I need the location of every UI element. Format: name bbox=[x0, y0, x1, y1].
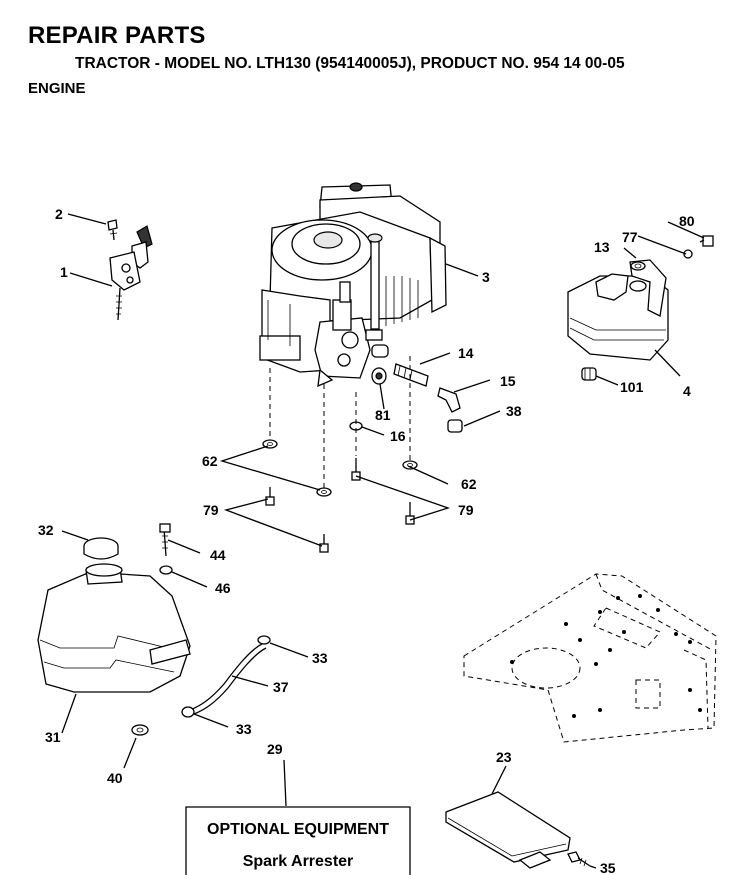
callout-13: 13 bbox=[594, 239, 610, 255]
callout-2: 2 bbox=[55, 206, 63, 222]
tractor-frame bbox=[463, 573, 717, 743]
muffler-assembly bbox=[567, 235, 714, 381]
callout-3: 3 bbox=[482, 269, 490, 285]
callout-79-right: 79 bbox=[458, 502, 474, 518]
throttle-control bbox=[107, 219, 153, 321]
callout-38: 38 bbox=[506, 403, 522, 419]
page-title: REPAIR PARTS bbox=[28, 22, 206, 49]
optional-equipment-item: Spark Arrester bbox=[243, 853, 354, 870]
callout-44: 44 bbox=[210, 547, 226, 563]
mounting-hardware bbox=[262, 356, 418, 553]
fuel-tank-assembly bbox=[37, 523, 191, 736]
callout-4: 4 bbox=[683, 383, 691, 399]
callout-62-left: 62 bbox=[202, 453, 218, 469]
leader-lines bbox=[61, 213, 705, 869]
callout-16: 16 bbox=[390, 428, 406, 444]
callout-80: 80 bbox=[679, 213, 695, 229]
callout-40: 40 bbox=[107, 770, 123, 786]
callout-labels: 2 1 3 80 77 13 4 101 14 15 38 81 16 62 6… bbox=[38, 206, 695, 875]
callout-79-left: 79 bbox=[203, 502, 219, 518]
callout-23: 23 bbox=[496, 749, 512, 765]
callout-15: 15 bbox=[500, 373, 516, 389]
callout-37: 37 bbox=[273, 679, 289, 695]
callout-62-right: 62 bbox=[461, 476, 477, 492]
callout-81: 81 bbox=[375, 407, 391, 423]
callout-33-bottom: 33 bbox=[236, 721, 252, 737]
optional-equipment-box: OPTIONAL EQUIPMENT Spark Arrester bbox=[185, 806, 411, 875]
optional-equipment-title: OPTIONAL EQUIPMENT bbox=[207, 821, 389, 838]
callout-31: 31 bbox=[45, 729, 61, 745]
callout-14: 14 bbox=[458, 345, 474, 361]
spark-arrester-bracket bbox=[445, 791, 591, 869]
callout-101: 101 bbox=[620, 379, 644, 395]
section-heading: ENGINE bbox=[28, 80, 86, 97]
callout-77: 77 bbox=[622, 229, 638, 245]
callout-1: 1 bbox=[60, 264, 68, 280]
fuel-line-assembly bbox=[181, 635, 271, 718]
engine-assembly bbox=[259, 182, 447, 388]
fuel-fittings bbox=[349, 363, 463, 433]
callout-32: 32 bbox=[38, 522, 54, 538]
callout-35: 35 bbox=[600, 860, 616, 875]
callout-29: 29 bbox=[267, 741, 283, 757]
callout-33-top: 33 bbox=[312, 650, 328, 666]
model-subtitle: TRACTOR - MODEL NO. LTH130 (954140005J),… bbox=[75, 55, 625, 72]
callout-46: 46 bbox=[215, 580, 231, 596]
